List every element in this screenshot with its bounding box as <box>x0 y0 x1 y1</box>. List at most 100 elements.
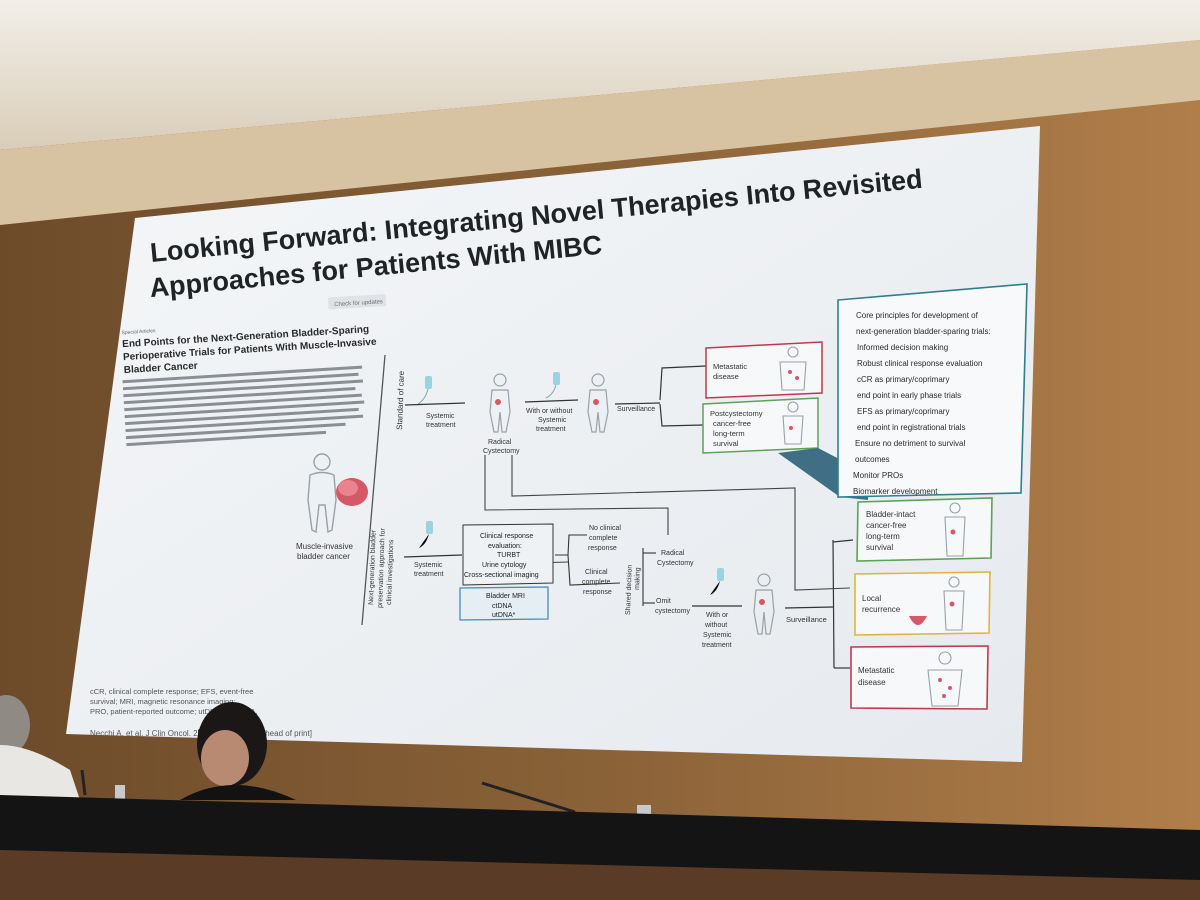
principle-5: end point in early phase trials <box>857 391 961 400</box>
post-1b: cancer-free <box>713 419 751 428</box>
principle-2: Informed decision making <box>857 343 948 352</box>
ww-1b: Systemic <box>538 417 567 424</box>
body-icon-intact <box>944 502 966 557</box>
bm-2: ctDNA <box>492 603 513 610</box>
bi-2: cancer-free <box>866 521 907 530</box>
cr-5: Cross-sectional imaging <box>464 572 539 579</box>
systemic-label-1b: treatment <box>426 422 456 429</box>
arm-bracket <box>361 354 386 626</box>
ccr-3: response <box>583 589 612 596</box>
cr-1: Clinical response <box>480 533 533 540</box>
bladder-tumor-icon <box>336 478 368 506</box>
cr-4: Urine cytology <box>482 562 527 569</box>
outcome-bracket <box>832 539 835 669</box>
body-icon-omit <box>753 573 775 635</box>
iv-bag-icon-3 <box>419 521 433 548</box>
body-icon-metastatic-top <box>779 346 807 391</box>
patient-body-icon <box>307 453 337 534</box>
lr-1: Local <box>862 594 881 603</box>
patient-label-line2: bladder cancer <box>297 552 350 561</box>
arm-next-line2: preservation approach for <box>377 527 387 608</box>
metastatic-1b: disease <box>713 372 739 381</box>
metastatic-1a: Metastatic <box>713 362 747 371</box>
footnote-line3: PRO, patient-reported outcome; utDNA, mo… <box>90 707 258 716</box>
cr-2: evaluation: <box>488 543 522 550</box>
radical-cystectomy-1a: Radical <box>488 439 512 446</box>
body-icon-post <box>587 373 609 433</box>
presenter-woman <box>180 702 296 800</box>
surveillance-1: Surveillance <box>617 406 655 413</box>
shared-2: making <box>634 567 642 590</box>
arrow-systemic-2 <box>403 554 463 558</box>
body-icon-postcyst <box>782 401 804 445</box>
iv-bag-icon-2 <box>545 372 560 399</box>
ww2-1: With or <box>706 612 729 619</box>
arrow-surveillance-2 <box>784 606 834 609</box>
ww2-2: without <box>704 622 727 629</box>
cr-3: TURBT <box>497 552 521 559</box>
body-icon-cystectomy <box>489 373 511 433</box>
no-ccr-2: complete <box>589 535 618 542</box>
rc2-1: Radical <box>661 550 685 557</box>
presenter-left <box>0 695 80 800</box>
body-icon-local <box>943 576 965 631</box>
local-recurrence-box: Local recurrence <box>854 571 991 636</box>
ww2-4: treatment <box>702 642 732 649</box>
footnote: cCR, clinical complete response; EFS, ev… <box>90 687 258 716</box>
rc2-2: Cystectomy <box>657 560 694 567</box>
principle-3: Robust clinical response evaluation <box>857 359 982 368</box>
metastatic-box-top: Metastatic disease <box>705 341 823 399</box>
patient-figure: Muscle-invasive bladder cancer <box>296 453 368 561</box>
arm-standard-label: Standard of care <box>395 370 406 430</box>
postcystectomy-box: Postcystectomy cancer-free long-term sur… <box>702 397 819 454</box>
bi-4: survival <box>866 543 893 552</box>
principle-9: outcomes <box>855 455 890 464</box>
post-1d: survival <box>713 439 739 448</box>
ccr-1: Clinical <box>585 569 608 576</box>
arrow-systemic-1 <box>404 402 466 406</box>
metastatic-box-bottom: Metastatic disease <box>850 645 989 710</box>
bi-1: Bladder-intact <box>866 510 916 519</box>
arrow-no-ccr <box>555 534 587 556</box>
principles-box: Core principles for development of next-… <box>837 283 1028 498</box>
biomarker-box <box>459 586 549 621</box>
principle-11: Biomarker development <box>853 487 938 496</box>
body-icon-metastatic-bottom <box>927 651 963 707</box>
arrow-ccr <box>567 554 621 586</box>
check-updates-text: Check for updates <box>334 299 383 308</box>
iv-bag-icon-4 <box>710 568 724 595</box>
systemic-label-2a: Systemic <box>414 562 443 569</box>
lr-2: recurrence <box>862 605 901 614</box>
arrow-surveillance <box>614 402 661 405</box>
ceiling <box>0 0 1200 150</box>
principle-4: cCR as primary/coprimary <box>857 375 949 384</box>
no-ccr-1: No clinical <box>589 525 621 532</box>
ccr-2: complete <box>582 579 611 586</box>
principle-7: end point in registrational trials <box>857 423 966 432</box>
ww2-3: Systemic <box>703 632 732 639</box>
paper-title-line3: Bladder Cancer <box>124 361 199 376</box>
paper-section: Special Articles <box>121 328 156 336</box>
arm-next-line3: clinical investigations <box>386 539 395 605</box>
check-updates-badge <box>327 294 387 310</box>
bladder-intact-box: Bladder-intact cancer-free long-term sur… <box>856 497 993 562</box>
omit-1: Omit <box>656 598 671 605</box>
ww-1c: treatment <box>536 426 566 433</box>
footnote-line1: cCR, clinical complete response; EFS, ev… <box>90 687 253 696</box>
principle-6: EFS as primary/coprimary <box>857 407 949 416</box>
next-gen-flow: Systemic treatment Clinical response eva… <box>403 521 854 669</box>
omit-2: cystectomy <box>655 608 691 615</box>
arm-next-label: Next-generation bladder preservation app… <box>368 527 395 608</box>
post-1c: long-term <box>713 429 745 438</box>
author-list <box>122 365 365 447</box>
footnote-line2: survival; MRI, magnetic resonance imagin… <box>90 697 235 706</box>
surveillance-2: Surveillance <box>786 615 827 624</box>
wood-panel <box>0 850 1200 900</box>
bm-1: Bladder MRI <box>486 593 525 600</box>
principle-0: Core principles for development of <box>856 311 979 320</box>
projection-slide <box>66 126 1040 762</box>
arrow-to-postcystectomy <box>659 403 704 427</box>
standard-flow: Systemic treatment Radical Cystectomy Wi… <box>404 365 707 455</box>
ceiling-beam <box>0 40 1200 225</box>
